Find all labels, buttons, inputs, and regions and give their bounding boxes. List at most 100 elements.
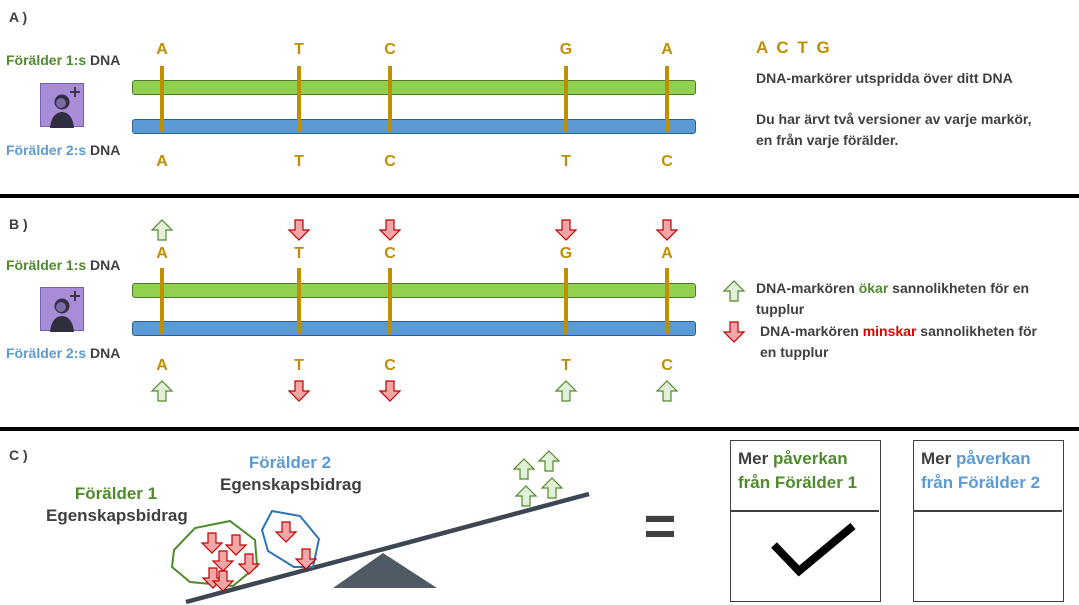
box2-key: påverkan <box>955 449 1031 468</box>
arrow-down-icon <box>554 219 578 241</box>
parent2-prefix: Förälder 2:s <box>6 142 87 158</box>
arrow-down-icon <box>287 219 311 241</box>
arrow-down-icon <box>237 553 261 575</box>
info-line-2b: en från varje förälder. <box>756 132 899 148</box>
panel-b-bottom-letter: C <box>661 357 673 374</box>
equals-sign: = <box>643 494 677 557</box>
parent2-name: Förälder 2 <box>248 453 332 472</box>
panel-b-strand-parent2 <box>132 321 696 336</box>
seesaw-fulcrum <box>333 553 437 588</box>
panel-a-marker <box>564 66 568 132</box>
panel-b-bottom-letter: T <box>294 357 304 374</box>
panel-a-label: A ) <box>9 9 28 25</box>
panel-a-top-letter: A <box>661 41 673 58</box>
box1-pre: Mer <box>738 449 769 468</box>
panel-a-marker <box>388 66 392 132</box>
arrow-down-icon <box>655 219 679 241</box>
person-plus-icon <box>40 287 84 332</box>
panel-a-bottom-letter: T <box>561 153 571 170</box>
legend-down-text: DNA-markören minskar sannolikheten för e… <box>760 321 1078 363</box>
box1-divider <box>731 510 879 512</box>
result-box-parent1: Mer påverkan från Förälder 1 <box>730 440 881 602</box>
arrow-down-icon <box>224 534 248 556</box>
panel-a-top-letter: C <box>384 41 396 58</box>
panel-b-marker <box>388 268 392 334</box>
panel-b-bottom-letter: A <box>156 357 168 374</box>
box2-title: Mer påverkan från Förälder 2 <box>921 447 1040 495</box>
panel-a-marker <box>297 66 301 132</box>
panel-a-bottom-letter: C <box>384 153 396 170</box>
arrow-up-icon <box>722 280 746 302</box>
legend-up-key: ökar <box>858 280 889 296</box>
panel-a-top-letter: G <box>559 41 573 58</box>
panel-b-bottom-letter: T <box>561 357 571 374</box>
arrow-down-icon <box>722 321 746 343</box>
arrow-up-icon <box>514 485 538 507</box>
panel-b-parent1-label: Förälder 1:s DNA <box>6 257 120 273</box>
legend-up-pre: DNA-markören <box>756 280 855 296</box>
legend-up-text: DNA-markören ökar sannolikheten för en t… <box>756 278 1076 320</box>
person-plus-icon <box>40 83 84 128</box>
legend-up-line2: tupplur <box>756 301 805 317</box>
arrow-up-icon <box>150 219 174 241</box>
panel-b-marker <box>297 268 301 334</box>
panel-a-strand-parent1 <box>132 80 696 95</box>
box1-line2: från Förälder 1 <box>738 473 858 492</box>
panel-b-bottom-letter: C <box>384 357 396 374</box>
legend-down-post: sannolikheten för <box>916 323 1037 339</box>
panel-b-parent2-label: Förälder 2:s DNA <box>6 345 120 361</box>
parent2-sub: Egenskapsbidrag <box>220 475 362 494</box>
legend-up-post: sannolikheten för en <box>892 280 1030 296</box>
legend-down-line2: en tupplur <box>760 344 829 360</box>
panel-a-marker <box>160 66 164 132</box>
box2-divider <box>914 510 1062 512</box>
panel-a-bottom-letter: T <box>294 153 304 170</box>
panel-b-top-letter: G <box>559 245 573 262</box>
box1-key: påverkan <box>772 449 848 468</box>
arrow-down-icon <box>211 570 235 592</box>
panel-a-top-letter: T <box>294 41 304 58</box>
dna-word: DNA <box>90 142 121 158</box>
parent2-prefix: Förälder 2:s <box>6 345 87 361</box>
checkmark-icon <box>771 522 856 577</box>
panel-a-top-letter: A <box>156 41 168 58</box>
dna-word: DNA <box>90 345 121 361</box>
arrow-down-icon <box>274 521 298 543</box>
panel-b-marker <box>160 268 164 334</box>
panel-b-top-letter: A <box>156 245 168 262</box>
panel-b-top-letter: A <box>661 245 673 262</box>
info-line-1: DNA-markörer utspridda över ditt DNA <box>756 70 1013 86</box>
parent1-name: Förälder 1 <box>74 484 158 503</box>
arrow-up-icon <box>512 458 536 480</box>
panel-a-marker <box>665 66 669 132</box>
dna-word: DNA <box>90 257 121 273</box>
parent1-prefix: Förälder 1:s <box>6 257 87 273</box>
legend-down-pre: DNA-markören <box>760 323 859 339</box>
panel-a-parent1-label: Förälder 1:s DNA <box>6 52 120 68</box>
panel-a-bottom-letter: A <box>156 153 168 170</box>
panel-b-strand-parent1 <box>132 283 696 298</box>
bases-legend: A C T G <box>756 38 832 57</box>
legend-down-key: minskar <box>862 323 917 339</box>
parent1-contribution-label: Förälder 1 Egenskapsbidrag <box>46 483 188 527</box>
arrow-down-icon <box>378 380 402 402</box>
divider-ab <box>0 194 1079 198</box>
panel-b-marker <box>665 268 669 334</box>
arrow-up-icon <box>655 380 679 402</box>
panel-a-parent2-label: Förälder 2:s DNA <box>6 142 120 158</box>
arrow-up-icon <box>554 380 578 402</box>
arrow-down-icon <box>378 219 402 241</box>
panel-b-label: B ) <box>9 216 28 232</box>
parent1-prefix: Förälder 1:s <box>6 52 87 68</box>
panel-a-strand-parent2 <box>132 119 696 134</box>
panel-b-top-letter: C <box>384 245 396 262</box>
panel-c-label: C ) <box>9 447 28 463</box>
arrow-down-icon <box>200 532 224 554</box>
arrow-down-icon <box>287 380 311 402</box>
arrow-up-icon <box>537 450 561 472</box>
parent2-contribution-label: Förälder 2 Egenskapsbidrag <box>220 452 362 496</box>
arrow-up-icon <box>540 477 564 499</box>
result-box-parent2: Mer påverkan från Förälder 2 <box>913 440 1064 602</box>
box2-pre: Mer <box>921 449 952 468</box>
box2-line2: från Förälder 2 <box>921 473 1041 492</box>
